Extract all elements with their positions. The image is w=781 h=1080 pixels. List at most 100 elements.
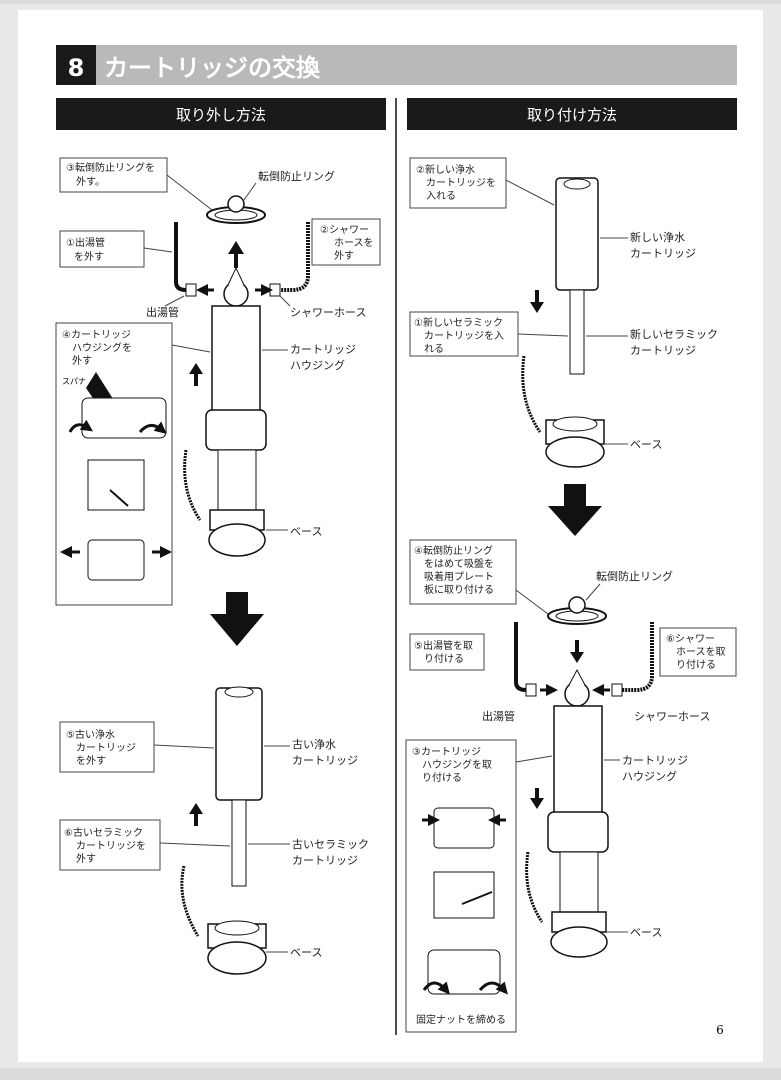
right-outlet-label: 出湯管 xyxy=(482,709,515,723)
arrow-head xyxy=(189,803,203,814)
right-step6-line1: ⑥シャワー xyxy=(666,634,715,645)
housing-collar xyxy=(547,811,609,853)
old-cartridge-label-2: カートリッジ xyxy=(292,754,358,767)
base-opening xyxy=(214,920,260,936)
left-base-label2: ベース xyxy=(290,946,322,959)
right-housing-label-1: カートリッジ xyxy=(622,754,688,767)
arrow-head xyxy=(228,241,244,254)
fix-nut-caption: 固定ナットを締める xyxy=(416,1013,506,1026)
right-step3-line2: ハウジングを取 xyxy=(422,758,492,771)
left-outlet-label: 出湯管 xyxy=(146,305,179,319)
leader-line xyxy=(517,333,569,337)
rotate-arrow-icon xyxy=(422,981,450,995)
left-header-text: 取り外し方法 xyxy=(176,106,266,124)
left-step5-box xyxy=(59,721,155,773)
base-icon xyxy=(545,436,605,468)
cap-spout xyxy=(568,668,586,686)
lever-icon xyxy=(461,891,493,905)
page-bottom-edge xyxy=(0,1068,781,1080)
page-number: 6 xyxy=(716,1023,724,1037)
old-cartridge-label-1: 古い浄水 xyxy=(292,737,336,751)
housing-detail xyxy=(433,807,495,849)
arrow-head xyxy=(530,798,544,809)
cartridge-top xyxy=(224,686,254,698)
right-housing-label-2: ハウジング xyxy=(622,769,677,783)
leader-line xyxy=(505,179,555,206)
left-step6-box xyxy=(59,819,161,871)
shower-hose-icon xyxy=(278,222,310,292)
leader-line xyxy=(171,344,211,353)
section-number: 8 xyxy=(68,54,85,82)
right-step1-box xyxy=(409,311,519,357)
right-step2-line1: ②新しい浄水 xyxy=(416,163,475,176)
hose-curve xyxy=(521,355,542,433)
right-step4-line4: 板に取り付ける xyxy=(424,583,494,596)
base-opening xyxy=(552,416,598,432)
rotate-arrow-icon xyxy=(68,419,93,433)
housing-cap-icon xyxy=(564,681,590,707)
left-housing-label-1: カートリッジ xyxy=(290,343,356,356)
new-cartridge-label-2: カートリッジ xyxy=(630,247,696,260)
right-base-label: ベース xyxy=(630,438,662,451)
leader-line xyxy=(153,744,215,749)
right-header-text: 取り付け方法 xyxy=(527,106,617,124)
hose-curve xyxy=(180,865,200,937)
big-arrow-down-icon xyxy=(548,484,602,536)
right-step4-line1: ④転倒防止リング xyxy=(414,544,493,557)
cartridge-top xyxy=(563,178,591,190)
left-step1-line1: ①出湯管 xyxy=(66,236,105,249)
right-step3-line3: り付ける xyxy=(422,771,462,784)
old-ceramic-label-2: カートリッジ xyxy=(292,854,358,867)
housing-cap-icon xyxy=(223,281,249,307)
cartridge-housing-icon xyxy=(553,705,603,815)
hose-nut xyxy=(611,683,623,697)
arrow-head xyxy=(530,302,544,313)
ceramic-section xyxy=(217,449,257,513)
cartridge-housing-icon xyxy=(211,305,261,413)
section-number-box xyxy=(56,45,96,85)
left-step3-line1: ③転倒防止リングを xyxy=(66,161,155,174)
right-step3-line1: ③カートリッジ xyxy=(412,746,481,758)
page-top-edge xyxy=(0,0,781,4)
left-step6-line1: ⑥古いセラミック xyxy=(64,826,143,839)
left-housing-label-2: ハウジング xyxy=(290,358,345,372)
ceramic-section xyxy=(559,851,599,915)
right-step4-box xyxy=(409,539,517,605)
left-step1-box xyxy=(59,230,145,268)
outlet-pipe-icon xyxy=(514,622,527,692)
right-step1-line1: ①新しいセラミック xyxy=(414,316,503,329)
left-step5-line2: カートリッジ xyxy=(76,742,136,754)
suction-cup-icon xyxy=(227,195,245,213)
housing-detail-2 xyxy=(87,459,145,511)
big-arrow-down-icon xyxy=(210,592,264,646)
left-step3-line2: 外す。 xyxy=(76,176,105,188)
old-ceramic-icon xyxy=(231,799,247,887)
left-step2-line2: ホースを xyxy=(334,237,374,249)
left-step6-line2: カートリッジを xyxy=(76,840,146,852)
new-ceramic-label-2: カートリッジ xyxy=(630,344,696,357)
left-step1-line2: を外す xyxy=(74,251,104,263)
leader-line xyxy=(166,174,213,211)
left-step2-box xyxy=(311,218,381,266)
rotate-arrow-icon xyxy=(478,981,508,995)
leader-line xyxy=(585,583,601,601)
arrow-head xyxy=(570,652,584,663)
leader-line xyxy=(159,842,231,847)
left-step4-line3: 外す xyxy=(72,355,92,367)
base-icon xyxy=(208,523,266,557)
outlet-nut xyxy=(525,683,537,697)
right-shower-label: シャワーホース xyxy=(634,710,710,723)
arrow-head xyxy=(189,363,203,374)
right-step2-line3: 入れる xyxy=(426,190,456,202)
right-step6-box xyxy=(659,627,737,677)
left-step2-line3: 外す xyxy=(334,250,354,262)
right-step2-line2: カートリッジを xyxy=(426,177,496,189)
housing-collar xyxy=(205,409,267,451)
housing-detail xyxy=(81,397,167,439)
left-step5-line3: を外す xyxy=(76,755,106,767)
base-icon xyxy=(550,926,608,958)
left-ring-label: 転倒防止リング xyxy=(258,169,335,183)
left-step5-line1: ⑤古い浄水 xyxy=(66,728,115,741)
left-step6-line3: 外す xyxy=(76,853,96,865)
